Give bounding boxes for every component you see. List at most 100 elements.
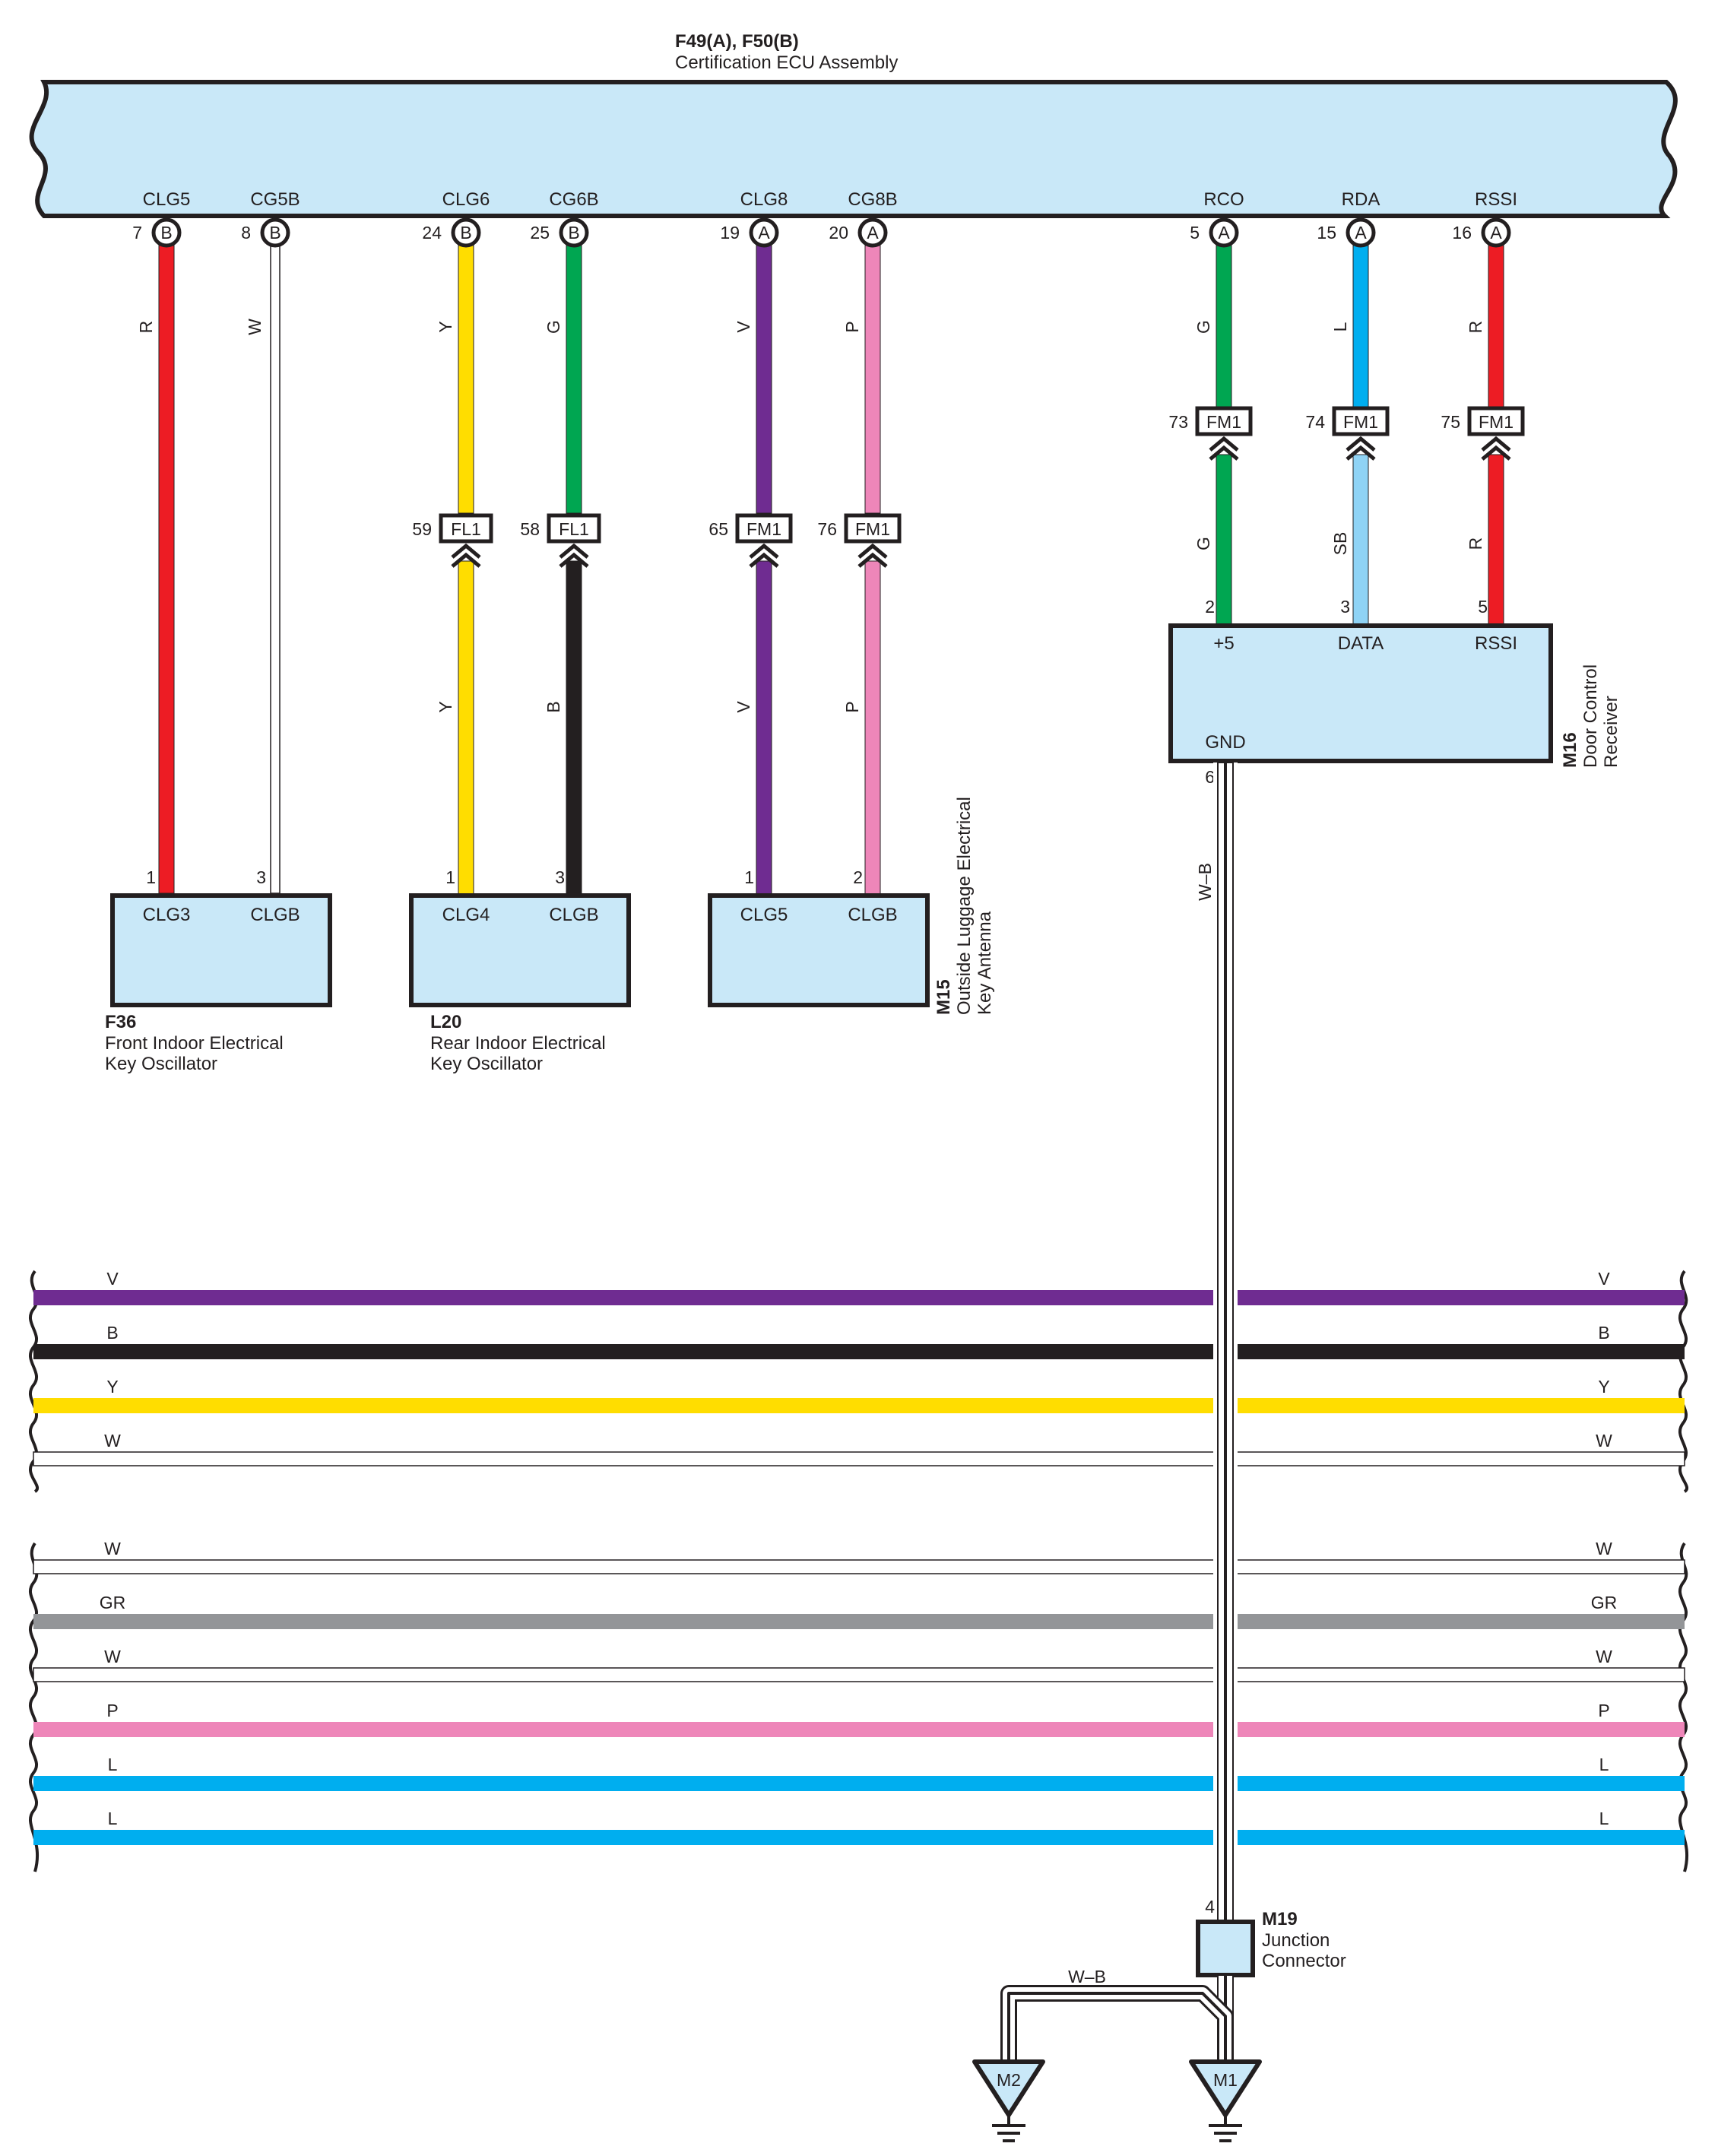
harness-wire-w [33, 1667, 1685, 1682]
ecu-connector-label: F49(A), F50(B) [675, 31, 799, 52]
terminal-name: CLG5 [143, 189, 191, 210]
pin-number: 2 [1205, 597, 1215, 617]
terminal-name: CLG3 [143, 905, 191, 925]
wire-segment [1488, 454, 1504, 627]
junction-box [1467, 406, 1525, 436]
component-name-line2: Key Oscillator [105, 1054, 217, 1074]
wire-color-code: Y [436, 321, 455, 332]
junction-box [844, 513, 902, 544]
ecu-terminal-cg6b: CG6B 25 B G [530, 189, 599, 514]
terminal-name: CLG8 [740, 189, 788, 210]
wire-color-code: W [104, 1539, 121, 1558]
ecu-terminal-rssi: RSSI 16 A R [1452, 189, 1517, 407]
chevron-icon [1346, 436, 1376, 461]
ecu-terminal-clg6: CLG6 24 B Y [422, 189, 490, 514]
harness-wire-l [33, 1830, 1685, 1845]
wire-color-code: B [1598, 1323, 1609, 1343]
wire-color-code: L [1330, 322, 1350, 331]
ecu-body [29, 80, 1678, 218]
pin-number: 6 [1205, 767, 1215, 787]
connector-pin-circle [451, 217, 481, 248]
pin-number: 65 [708, 519, 728, 539]
terminal-name: CLGB [848, 905, 897, 925]
harness-wire-v [33, 1290, 1685, 1305]
component-box [409, 893, 631, 1007]
component-name-line1: Door Control [1580, 664, 1601, 768]
pin-number: 3 [1340, 597, 1350, 617]
wire-color-code: W [104, 1431, 121, 1451]
wire-segment [458, 560, 474, 896]
ecu-terminal-rco: RCO 5 A G [1190, 189, 1244, 407]
ground-triangle [1189, 2059, 1262, 2117]
junction-fl1-58: FL1 58 B [520, 513, 601, 896]
wire-color-code: V [734, 321, 753, 333]
wire-color-code: P [1598, 1701, 1609, 1720]
connector-pin-circle [1481, 217, 1511, 248]
harness-group-2: W W GR GR W W P P L L L L [28, 1539, 1689, 1872]
chevron-icon [559, 543, 589, 568]
connector-letter: B [460, 223, 471, 243]
junction-fm1-73: FM1 73 G [1168, 406, 1253, 627]
wire-color-code: Y [1598, 1377, 1609, 1397]
receiver-m16: 2 3 5 +5 DATA RSSI GND M16 Door Control … [1168, 597, 1621, 787]
chevron-icon [749, 543, 779, 568]
wire-color-code: P [106, 1701, 118, 1720]
pin-number: 74 [1305, 412, 1325, 432]
ecu-terminal-clg5: CLG5 7 B R [132, 189, 191, 894]
wire-segment [1216, 454, 1232, 627]
connector-pin-circle [559, 217, 589, 248]
connector-letter: B [568, 223, 579, 243]
ground-point-m2: M2 [972, 2059, 1045, 2142]
ecu-terminal-cg5b: CG5B 8 B W [241, 189, 300, 894]
junction-label: FM1 [1343, 412, 1378, 432]
component-name-line2: Key Antenna [975, 911, 995, 1015]
wire-segment [566, 560, 582, 896]
pin-number: 1 [744, 867, 754, 887]
terminal-name: CLGB [250, 905, 300, 925]
junction-fm1-74: FM1 74 SB [1305, 406, 1390, 627]
ecu-name: Certification ECU Assembly [675, 52, 898, 73]
junction-label: FM1 [1206, 412, 1241, 432]
wire-branch-fill [1003, 1987, 1231, 2062]
connector-letter: A [867, 223, 879, 243]
harness-group-1: V V B B Y Y W W [28, 1269, 1688, 1493]
component-name-line2: Key Oscillator [430, 1054, 543, 1074]
junction-box [1332, 406, 1390, 436]
ground-label: M2 [997, 2070, 1021, 2090]
pin-number: 1 [146, 867, 156, 887]
wire-color-code: W [1596, 1647, 1612, 1666]
wire-segment [458, 245, 474, 514]
gnd-wire: W–B [1195, 762, 1238, 1923]
junction-box [735, 513, 793, 544]
connector-pin-circle [1346, 217, 1376, 248]
component-f36: 1 3 CLG3 CLGB F36 Front Indoor Electrica… [105, 867, 332, 1074]
wire-color-code: W–B [1068, 1967, 1106, 1986]
component-m15: 1 2 CLG5 CLGB M15 Outside Luggage Electr… [708, 797, 995, 1015]
component-name-line1: Rear Indoor Electrical [430, 1033, 606, 1054]
junction-fl1-59: FL1 59 Y [412, 513, 493, 896]
wire-segment [158, 245, 175, 894]
connector-letter: B [269, 223, 281, 243]
connector-pin-circle [749, 217, 779, 248]
junction-label: FM1 [746, 519, 781, 539]
pin-number: 2 [853, 867, 863, 887]
wire-segment [1488, 245, 1504, 407]
pin-number: 7 [132, 223, 142, 243]
wire-color-code: R [1466, 321, 1485, 334]
ground-section: W–B M2 M1 [972, 1967, 1262, 2142]
wire-color-code: P [842, 321, 862, 332]
connector-letter: A [1355, 223, 1367, 243]
pin-number: 73 [1168, 412, 1188, 432]
harness-wire-y [33, 1398, 1685, 1413]
terminal-name: RDA [1342, 189, 1380, 210]
component-name-line1: Outside Luggage Electrical [954, 797, 975, 1015]
connector-pin-circle [260, 217, 290, 248]
wire-color-code: W [1596, 1539, 1612, 1558]
junction-fm1-65: FM1 65 V [708, 513, 793, 896]
ground-point-m1: M1 [1189, 2059, 1262, 2142]
junction-label: FL1 [559, 519, 589, 539]
wire-color-code: L [108, 1809, 118, 1828]
wire-color-code: W [245, 319, 265, 335]
pin-number: 5 [1190, 223, 1200, 243]
wire-color-code: Y [106, 1377, 118, 1397]
